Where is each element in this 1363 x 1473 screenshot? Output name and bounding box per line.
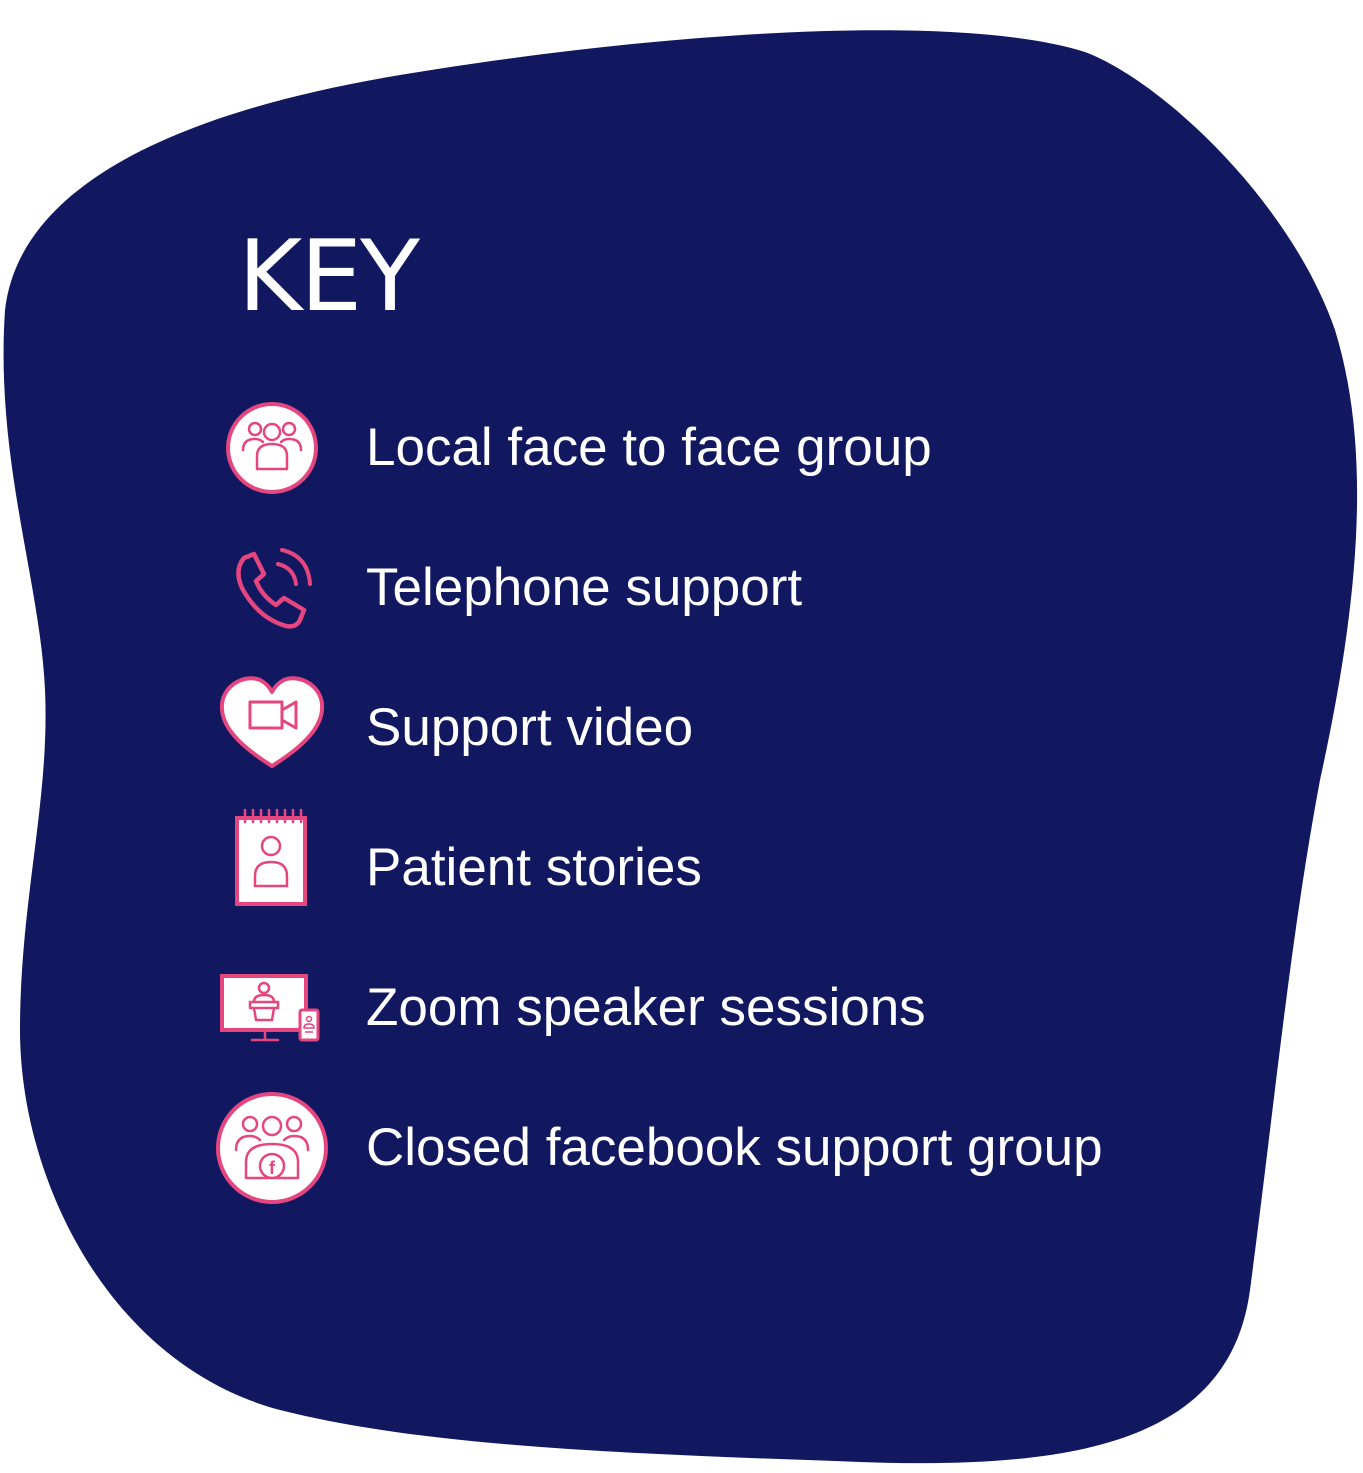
- notepad-person-icon: [235, 808, 307, 906]
- legend-label: Patient stories: [366, 838, 702, 897]
- legend-item-patient-stories: Patient stories: [210, 806, 1310, 926]
- blob-shape: [3, 30, 1358, 1464]
- legend-label: Support video: [366, 698, 694, 757]
- svg-text:f: f: [269, 1158, 276, 1178]
- legend-label: Closed facebook support group: [366, 1118, 1103, 1177]
- legend-item-telephone: Telephone support: [210, 526, 1310, 646]
- legend-label: Local face to face group: [366, 418, 932, 477]
- legend-item-zoom-sessions: Zoom speaker sessions: [210, 946, 1310, 1066]
- legend-item-facebook-group: f Closed facebook support group: [210, 1086, 1310, 1206]
- monitor-speaker-icon: [220, 974, 320, 1042]
- facebook-group-icon: f: [216, 1092, 328, 1204]
- legend-label: Zoom speaker sessions: [366, 978, 926, 1037]
- telephone-icon: [236, 548, 312, 629]
- legend-label: Telephone support: [366, 558, 803, 617]
- group-icon: [226, 402, 318, 494]
- legend-item-support-video: Support video: [210, 666, 1310, 786]
- legend-item-local-group: Local face to face group: [210, 386, 1310, 506]
- key-title: KEY: [238, 220, 420, 334]
- heart-video-icon: [219, 676, 325, 768]
